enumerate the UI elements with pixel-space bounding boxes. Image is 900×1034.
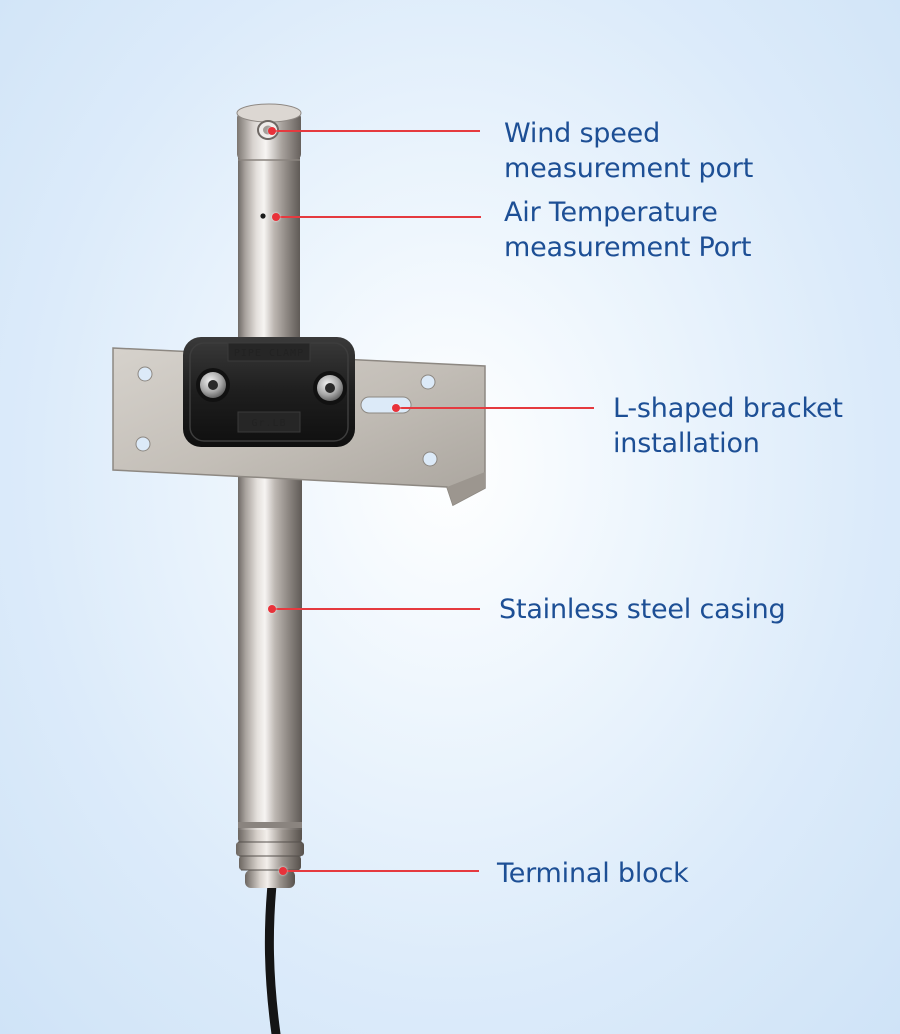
- air-temperature-port: [260, 213, 266, 219]
- clamp-top-text: PIPE CLAMP: [234, 348, 304, 359]
- air-temperature-leader: [276, 216, 481, 218]
- clamp-bottom-text: Gr.LB: [251, 418, 286, 429]
- label-terminal: Terminal block: [497, 858, 689, 889]
- screw-left-icon: [196, 368, 230, 402]
- bracket-leader: [396, 407, 594, 409]
- wind-speed-marker: [268, 127, 276, 135]
- terminal-marker: [279, 867, 287, 875]
- wind-speed-leader: [272, 130, 480, 132]
- label-air-temperature: Air Temperature measurement Port: [504, 197, 752, 263]
- casing-marker: [268, 605, 276, 613]
- terminal-block: [236, 826, 304, 888]
- lower-tube: [238, 440, 302, 830]
- terminal-leader: [283, 870, 479, 872]
- label-casing: Stainless steel casing: [499, 594, 786, 625]
- bracket-marker: [392, 404, 400, 412]
- air-temperature-marker: [272, 213, 280, 221]
- pipe-clamp: PIPE CLAMP Gr.LB: [183, 337, 355, 447]
- label-bracket: L-shaped bracket installation: [613, 393, 843, 459]
- cable: [264, 880, 281, 1034]
- upper-tube: [236, 103, 302, 355]
- casing-leader: [272, 608, 480, 610]
- screw-right-icon: [313, 371, 347, 405]
- label-wind-speed: Wind speed measurement port: [504, 118, 754, 184]
